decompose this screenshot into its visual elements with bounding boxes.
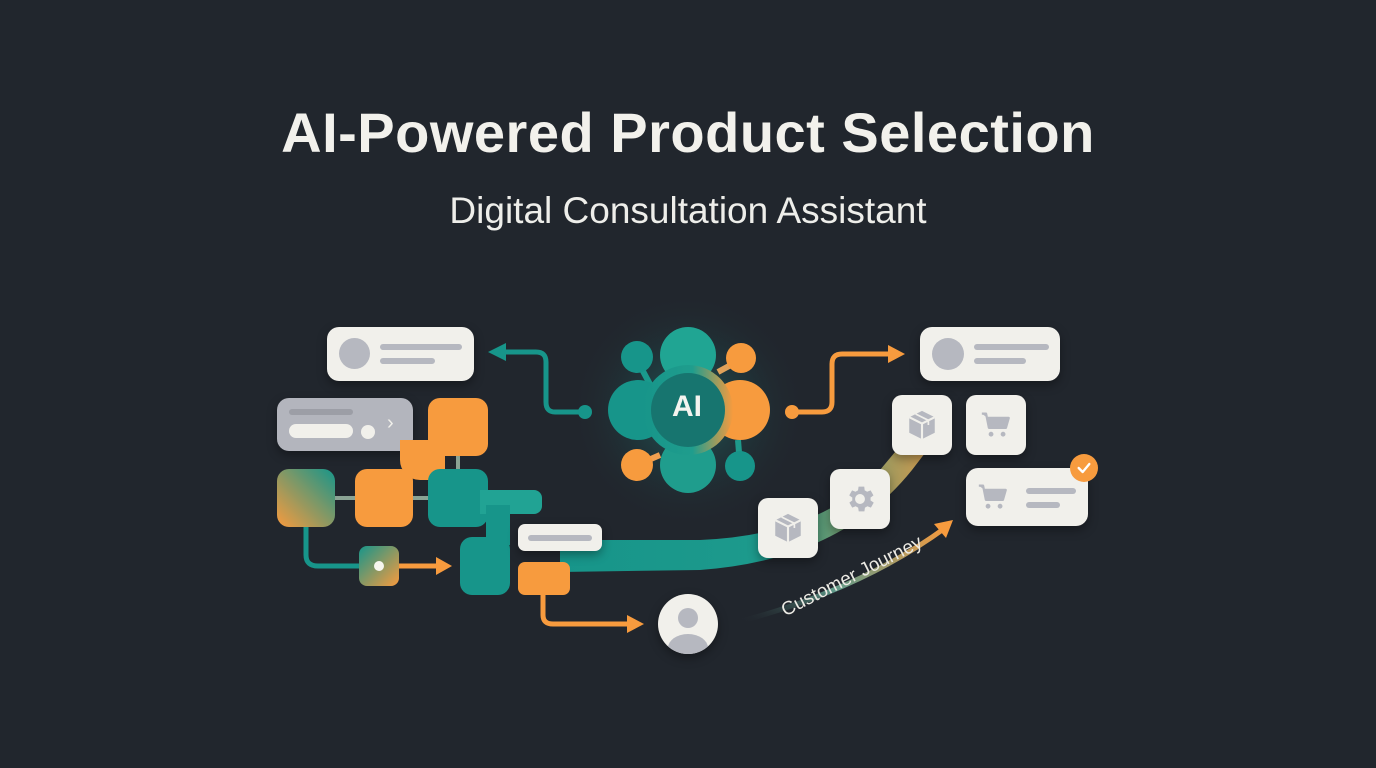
text-placeholder — [974, 344, 1049, 350]
node-dot — [374, 561, 384, 571]
settings-tile[interactable] — [830, 469, 890, 529]
page-title: AI-Powered Product Selection — [281, 101, 1095, 164]
customer-avatar[interactable] — [658, 594, 718, 654]
flow-connector-teal-vertical — [486, 505, 510, 545]
user-icon — [668, 608, 708, 654]
cart-icon — [981, 412, 1010, 437]
flow-block-teal — [428, 469, 488, 527]
profile-card-right[interactable] — [920, 327, 1060, 381]
profile-card-left[interactable] — [327, 327, 474, 381]
cart-confirmation-card[interactable] — [966, 454, 1098, 526]
flow-block-teal-bottom — [460, 537, 510, 595]
text-placeholder — [380, 358, 435, 364]
product-box-tile[interactable] — [892, 395, 952, 455]
text-placeholder — [528, 535, 592, 541]
text-placeholder — [974, 358, 1026, 364]
page-subtitle: Digital Consultation Assistant — [449, 190, 927, 231]
flow-node-small — [359, 546, 399, 586]
check-icon — [1077, 462, 1091, 474]
input-field-placeholder — [289, 424, 353, 438]
box-icon — [908, 410, 936, 440]
text-placeholder — [380, 344, 462, 350]
flow-block-orange-large — [355, 469, 413, 527]
box-icon — [774, 513, 802, 543]
check-badge — [1070, 454, 1098, 482]
text-placeholder — [1026, 488, 1076, 494]
avatar-placeholder — [932, 338, 964, 370]
toggle-dot — [361, 425, 375, 439]
cart-tile[interactable] — [966, 395, 1026, 455]
ai-hub-label: AI — [672, 390, 702, 423]
chevron-right-icon[interactable]: › — [387, 412, 394, 434]
flow-block-gradient — [277, 469, 335, 527]
input-card[interactable]: › — [277, 398, 413, 451]
flow-block-orange-small — [518, 562, 570, 595]
text-placeholder — [1026, 502, 1060, 508]
cart-icon — [978, 484, 1007, 509]
text-placeholder — [289, 409, 353, 415]
product-box-tile-2[interactable] — [758, 498, 818, 558]
label-card[interactable] — [518, 524, 602, 551]
avatar-placeholder — [339, 338, 370, 369]
gear-icon — [849, 486, 874, 512]
